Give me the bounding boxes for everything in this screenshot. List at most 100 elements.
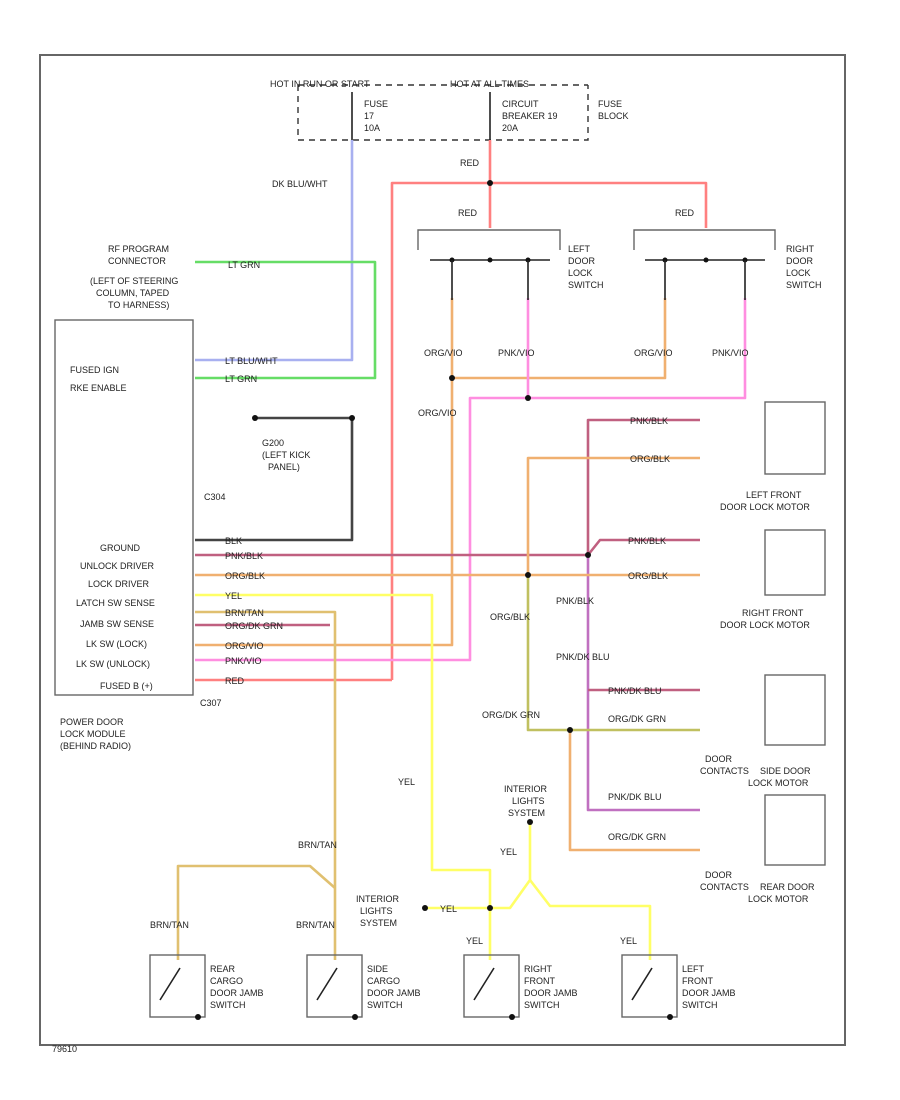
g200-label-2: (LEFT KICK — [262, 450, 310, 460]
pin-ground: GROUND — [100, 543, 140, 553]
pin-jamb-sw-sense: JAMB SW SENSE — [80, 619, 154, 629]
wire-labels: DK BLU/WHT LT GRN LT BLU/WHT LT GRN RED … — [150, 158, 749, 946]
label-pnk-dk-blu-3: PNK/DK BLU — [608, 792, 662, 802]
door-contacts-label-2: CONTACTS — [700, 766, 749, 776]
left-door-lock-switch: LEFT DOOR LOCK SWITCH — [417, 229, 604, 300]
right-switch-label-4: SWITCH — [786, 280, 822, 290]
ground-g200: G200 (LEFT KICK PANEL) — [252, 415, 310, 472]
fuse-rating: 10A — [364, 123, 380, 133]
rf-conn-line-3: (LEFT OF STEERING — [90, 276, 178, 286]
rf-conn-line-5: TO HARNESS) — [108, 300, 169, 310]
interior-lights-system-left: INTERIOR LIGHTS SYSTEM — [356, 894, 428, 928]
right-front-door-lock-motor: RIGHT FRONT DOOR LOCK MOTOR — [720, 529, 826, 630]
label-red-1: RED — [460, 158, 480, 168]
connector-c307: C307 — [200, 698, 222, 708]
label-brn-tan-2: BRN/TAN — [298, 840, 337, 850]
label-yel-5: YEL — [466, 936, 483, 946]
diagram-frame — [39, 54, 846, 1046]
label-org-blk-3: ORG/BLK — [628, 571, 668, 581]
fuse-block-label: FUSE — [598, 99, 622, 109]
label-org-blk-4: ORG/BLK — [490, 612, 530, 622]
label-pnk-vio-1: PNK/VIO — [498, 348, 535, 358]
jamb-4-line-2: FRONT — [682, 976, 713, 986]
wire-dk-blu-wht — [195, 140, 354, 362]
pin-latch-sw-sense: LATCH SW SENSE — [76, 598, 155, 608]
jamb-4-line-1: LEFT — [682, 964, 705, 974]
jamb-3-line-2: FRONT — [524, 976, 555, 986]
rf-program-connector: RF PROGRAM CONNECTOR (LEFT OF STEERING C… — [90, 244, 178, 310]
interior-top-label-3: SYSTEM — [508, 808, 545, 818]
label-red-4: RED — [225, 676, 245, 686]
label-red-2: RED — [458, 208, 478, 218]
jamb-1-line-3: DOOR JAMB — [210, 988, 264, 998]
label-pnk-dk-blu-2: PNK/DK BLU — [608, 686, 662, 696]
side-motor-label-1: SIDE DOOR — [760, 766, 811, 776]
jamb-2-line-1: SIDE — [367, 964, 388, 974]
label-yel-2: YEL — [398, 777, 415, 787]
fuse-label: FUSE — [364, 99, 388, 109]
wire-brn-tan — [195, 610, 337, 960]
label-org-vio-4: ORG/VIO — [225, 641, 264, 651]
label-brn-tan-1: BRN/TAN — [225, 608, 264, 618]
label-yel-6: YEL — [620, 936, 637, 946]
splice-points — [349, 180, 591, 911]
interior-left-label-1: INTERIOR — [356, 894, 400, 904]
pin-fused-ign: FUSED IGN — [70, 365, 119, 375]
fuse-number: 17 — [364, 111, 374, 121]
jamb-3-line-4: SWITCH — [524, 1000, 560, 1010]
door-contacts-label-1: DOOR — [705, 754, 733, 764]
rf-motor-label-2: DOOR LOCK MOTOR — [720, 620, 810, 630]
label-yel-4: YEL — [440, 904, 457, 914]
label-pnk-dk-blu-1: PNK/DK BLU — [556, 652, 610, 662]
wire-org-blk-rear — [568, 730, 700, 852]
left-front-door-lock-motor: LEFT FRONT DOOR LOCK MOTOR — [720, 401, 826, 512]
left-switch-label-3: LOCK — [568, 268, 593, 278]
jamb-1-line-2: CARGO — [210, 976, 243, 986]
right-switch-label-3: LOCK — [786, 268, 811, 278]
rear-motor-label-2: LOCK MOTOR — [748, 894, 809, 904]
wire-brn-tan-rear — [176, 864, 336, 960]
label-org-blk-1: ORG/BLK — [630, 454, 670, 464]
side-motor-label-2: LOCK MOTOR — [748, 778, 809, 788]
interior-lights-system-top: INTERIOR LIGHTS SYSTEM — [504, 784, 548, 825]
pin-fused-b-plus: FUSED B (+) — [100, 681, 153, 691]
right-door-lock-switch: RIGHT DOOR LOCK SWITCH — [633, 229, 822, 300]
hot-all-times-label: HOT AT ALL TIMES — [450, 79, 529, 89]
label-lt-blu-wht: LT BLU/WHT — [225, 356, 278, 366]
label-dk-blu-wht: DK BLU/WHT — [272, 179, 328, 189]
module-name-2: LOCK MODULE — [60, 729, 126, 739]
jamb-3-line-3: DOOR JAMB — [524, 988, 578, 998]
g200-label-1: G200 — [262, 438, 284, 448]
wire-pnk-vio — [195, 298, 747, 662]
label-pnk-blk-1: PNK/BLK — [630, 416, 668, 426]
jamb-2-line-3: DOOR JAMB — [367, 988, 421, 998]
wire-blk-ground — [195, 416, 354, 542]
jamb-1-line-4: SWITCH — [210, 1000, 246, 1010]
wire-pnk-blk-lf — [586, 418, 700, 555]
rear-contacts-label-1: DOOR — [705, 870, 733, 880]
left-switch-label-2: DOOR — [568, 256, 596, 266]
label-yel-3: YEL — [500, 847, 517, 857]
label-org-vio-1: ORG/VIO — [424, 348, 463, 358]
label-org-dk-grn-4: ORG/DK GRN — [608, 832, 666, 842]
right-switch-label-1: RIGHT — [786, 244, 815, 254]
lf-motor-label-2: DOOR LOCK MOTOR — [720, 502, 810, 512]
rear-motor-label-1: REAR DOOR — [760, 882, 815, 892]
pin-lk-sw-lock: LK SW (LOCK) — [86, 639, 147, 649]
side-cargo-door-jamb-switch: SIDE CARGO DOOR JAMB SWITCH — [306, 954, 421, 1020]
label-pnk-vio-2: PNK/VIO — [712, 348, 749, 358]
pin-unlock-driver: UNLOCK DRIVER — [80, 561, 155, 571]
fuse-block-label-2: BLOCK — [598, 111, 629, 121]
diagram-code: 79610 — [52, 1044, 77, 1054]
pin-lock-driver: LOCK DRIVER — [88, 579, 150, 589]
wire-red-main — [390, 181, 708, 680]
pin-lk-sw-unlock: LK SW (UNLOCK) — [76, 659, 150, 669]
label-org-dk-grn-2: ORG/DK GRN — [482, 710, 540, 720]
rear-contacts-label-2: CONTACTS — [700, 882, 749, 892]
label-red-3: RED — [675, 208, 695, 218]
rf-conn-line-2: CONNECTOR — [108, 256, 166, 266]
label-org-dk-grn-3: ORG/DK GRN — [608, 714, 666, 724]
wire-lt-grn — [195, 260, 377, 380]
label-blk: BLK — [225, 536, 242, 546]
